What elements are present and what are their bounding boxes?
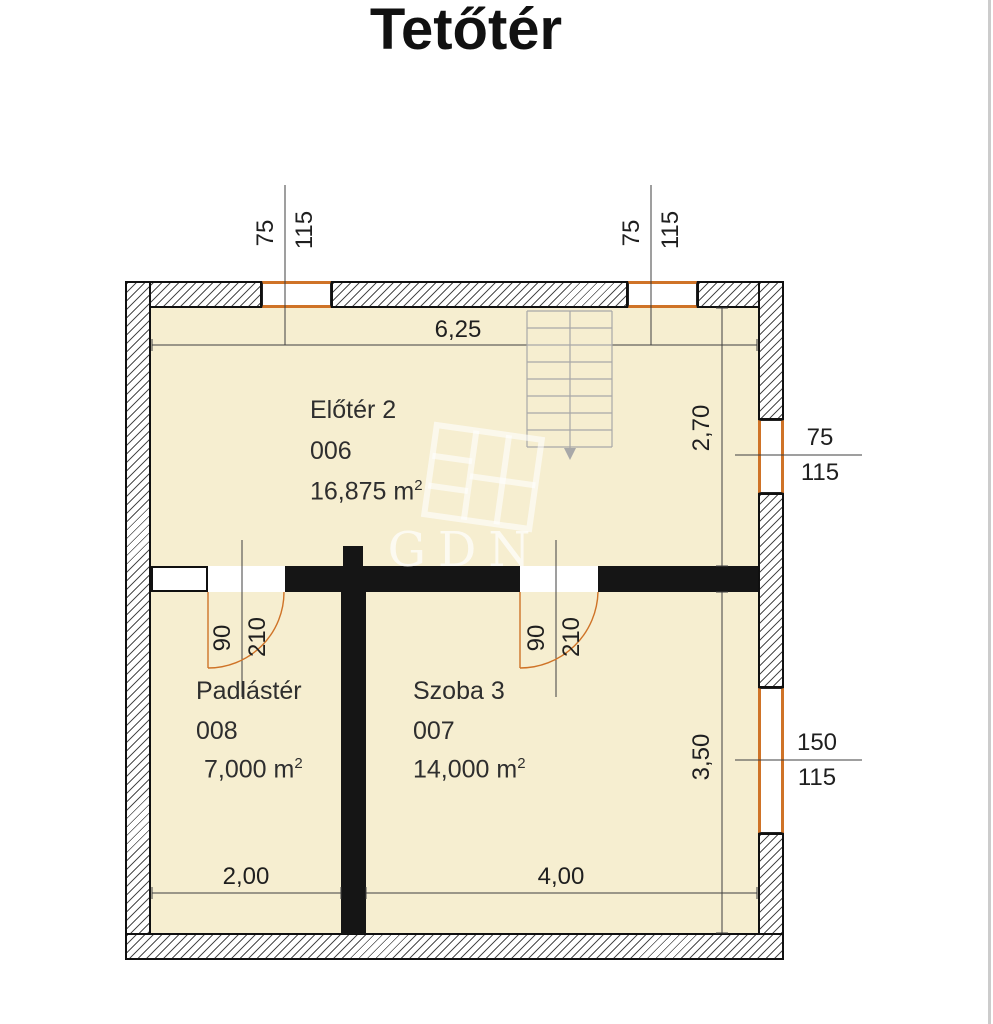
- room-padlaster-area-sup: 2: [294, 755, 303, 772]
- room-szoba-name: Szoba 3: [413, 677, 505, 705]
- room-eloter-area-sup: 2: [414, 477, 423, 494]
- interior-wall-divider: [341, 566, 366, 934]
- watermark-logo: [420, 421, 546, 533]
- window-right-upper: [758, 420, 784, 493]
- stairs: [526, 310, 613, 460]
- room-padlaster-area-value: 7,000 m: [204, 755, 295, 784]
- room-eloter-name: Előtér 2: [310, 396, 397, 424]
- dim-win-top-left-width: 75: [252, 219, 279, 247]
- dim-door-right-width: 90: [523, 624, 550, 652]
- dim-door-left-width: 90: [209, 624, 236, 652]
- page-edge-line: [988, 0, 991, 1024]
- window-top-right: [628, 281, 697, 308]
- dim-win-right-upper-height: 115: [800, 459, 840, 486]
- door-opening-left: [208, 566, 285, 592]
- wall-bottom: [125, 933, 784, 960]
- room-padlaster-name: Padlástér: [196, 677, 302, 705]
- dim-win-top-left-height: 115: [291, 210, 318, 250]
- room-padlaster-number: 008: [196, 717, 238, 745]
- dim-win-right-lower-height: 115: [797, 764, 837, 791]
- watermark-text: GDN: [387, 522, 543, 578]
- dim-upper-room-depth: 2,70: [688, 404, 715, 452]
- dim-plan-width: 6,25: [434, 316, 482, 343]
- dim-win-right-lower-width: 150: [796, 729, 838, 756]
- interior-wall-middle: [285, 566, 520, 592]
- window-top-left: [262, 281, 331, 308]
- dim-door-right-height: 210: [558, 616, 585, 658]
- wall-left: [125, 281, 151, 960]
- room-padlaster-area: 7,000 m2: [204, 755, 303, 784]
- dim-win-right-upper-width: 75: [806, 424, 834, 451]
- room-eloter-area: 16,875 m2: [310, 477, 423, 506]
- room-szoba-number: 007: [413, 717, 455, 745]
- chimney-column: [343, 546, 363, 568]
- dim-szoba-width: 4,00: [537, 863, 585, 890]
- dim-win-top-right-height: 115: [657, 210, 684, 250]
- interior-wall-left-stub: [151, 566, 208, 592]
- room-eloter-number: 006: [310, 437, 352, 465]
- room-szoba-area-sup: 2: [517, 755, 526, 772]
- door-arcs: [207, 591, 599, 669]
- interior-wall-right: [598, 566, 758, 592]
- stairs-direction-arrow: [564, 448, 576, 460]
- wall-right-segment-middle: [758, 493, 784, 688]
- wall-right-segment-top: [758, 281, 784, 420]
- room-szoba-area: 14,000 m2: [413, 755, 526, 784]
- dim-win-top-right-width: 75: [618, 219, 645, 247]
- door-opening-right: [520, 566, 598, 592]
- page-title: Tetőtér: [369, 0, 563, 62]
- room-szoba-area-value: 14,000 m: [413, 755, 518, 784]
- room-eloter-area-value: 16,875 m: [310, 477, 415, 506]
- dim-padlaster-width: 2,00: [222, 863, 270, 890]
- dim-lower-room-depth: 3,50: [688, 733, 715, 781]
- floor-fill: [151, 307, 758, 934]
- dimension-lines: [151, 185, 862, 934]
- dim-door-left-height: 210: [244, 616, 271, 658]
- wall-top-segment-middle: [331, 281, 628, 308]
